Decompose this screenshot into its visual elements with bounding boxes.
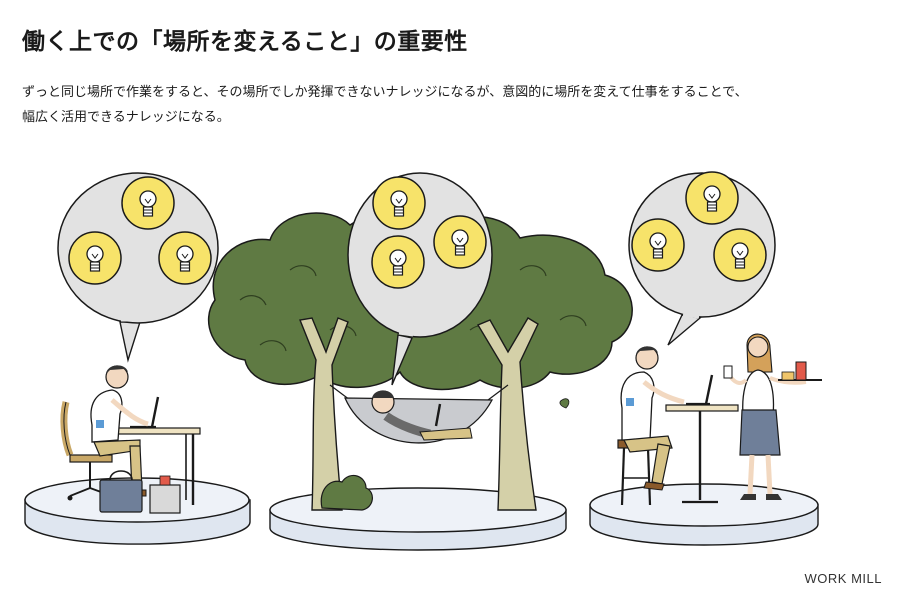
person-at-cafe <box>620 346 685 491</box>
lightbulb-icon <box>158 231 212 285</box>
lightbulb-icon <box>371 235 425 289</box>
lightbulb-icon <box>372 176 426 230</box>
falling-leaf <box>559 398 570 409</box>
waitress <box>723 333 822 500</box>
hammock-scene <box>207 172 633 551</box>
laptop-icon <box>686 374 714 406</box>
bush <box>320 474 373 511</box>
laptop-icon <box>130 396 160 429</box>
lightbulb-icon <box>713 228 767 282</box>
page-title: 働く上での「場所を変えること」の重要性 <box>22 29 468 55</box>
lightbulb-icon <box>121 176 175 230</box>
person-in-hammock <box>371 390 473 441</box>
platform <box>589 483 819 546</box>
lightbulb-icon <box>685 171 739 225</box>
lightbulb-icon <box>433 215 487 269</box>
laptop-icon <box>434 403 442 427</box>
lightbulb-icon <box>68 231 122 285</box>
cafe-scene <box>589 171 822 546</box>
illustration <box>24 171 822 551</box>
tree-trunks <box>299 317 539 511</box>
desk-scene <box>24 172 251 545</box>
lead-line-2: 幅広く活用できるナレッジになる。 <box>22 110 230 125</box>
bags <box>99 470 181 514</box>
thought-bubble <box>57 172 219 363</box>
lead-text: ずっと同じ場所で作業をすると、その場所でしか発揮できないナレッジになるが、意図的… <box>22 80 882 130</box>
credit-label: WORK MILL <box>804 571 882 586</box>
thought-bubble <box>628 171 776 346</box>
thought-bubble <box>347 172 493 386</box>
lead-line-1: ずっと同じ場所で作業をすると、その場所でしか発揮できないナレッジになるが、意図的… <box>22 85 748 100</box>
lightbulb-icon <box>631 218 685 272</box>
